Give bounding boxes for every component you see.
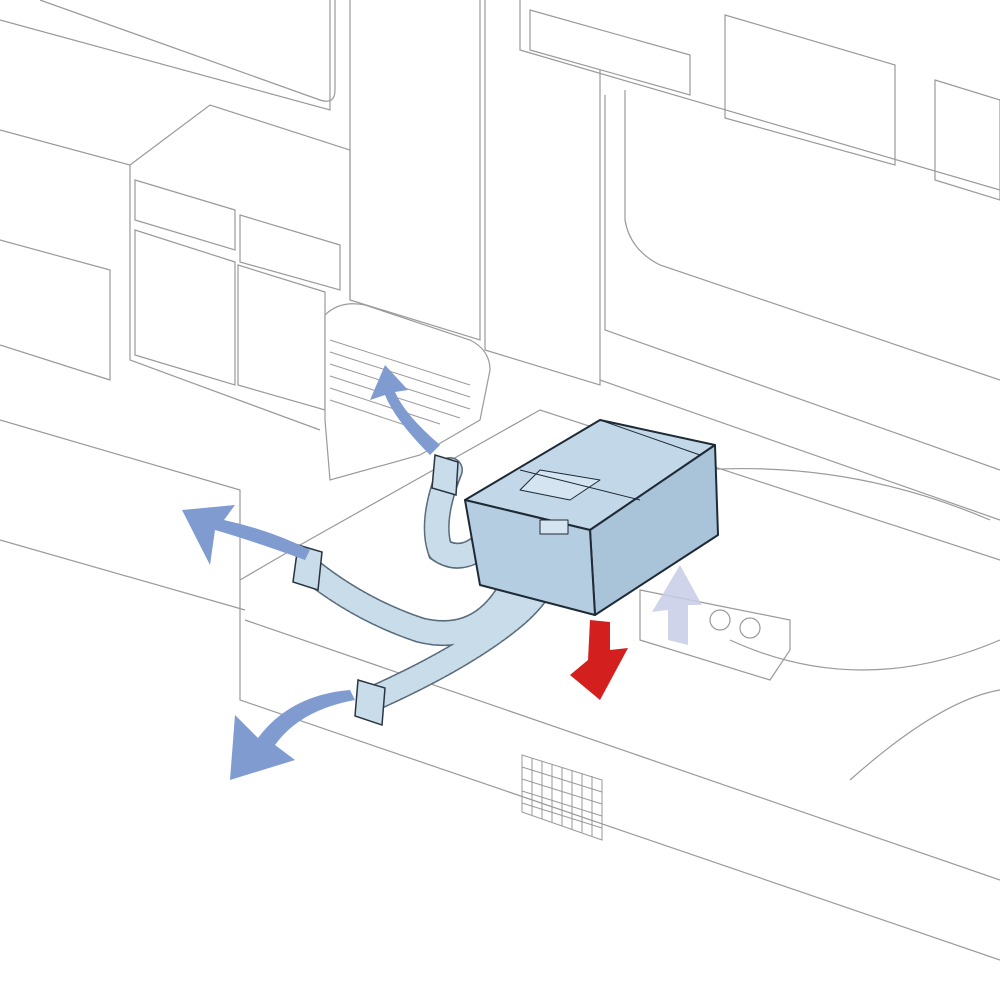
interior-line-art bbox=[0, 0, 1000, 961]
warm-air-arrow bbox=[182, 365, 440, 780]
cold-air-arrow bbox=[570, 620, 628, 700]
intake-arrow bbox=[652, 565, 702, 645]
heater-unit bbox=[464, 419, 719, 616]
floor-grille bbox=[521, 754, 603, 841]
